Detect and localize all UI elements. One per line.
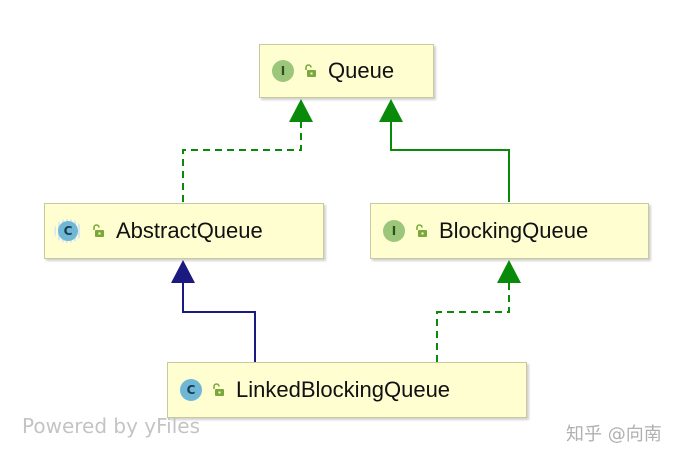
- node-queue[interactable]: I Queue: [259, 44, 434, 98]
- interface-icon: I: [272, 60, 294, 82]
- edge-blockingqueue-to-queue: [390, 120, 510, 202]
- lock-open-icon: [213, 383, 224, 396]
- class-icon: C: [180, 379, 202, 401]
- node-abstract-queue[interactable]: C AbstractQueue: [44, 203, 324, 259]
- class-icon: C: [58, 221, 78, 241]
- lock-open-icon: [305, 64, 316, 77]
- abstract-class-icon: C: [54, 219, 82, 243]
- arrowhead-linkedblockingqueue-abstractqueue: [171, 260, 195, 283]
- arrowhead-abstractqueue-queue: [289, 99, 313, 122]
- lock-open-icon: [416, 224, 427, 237]
- node-label-abstract-queue: AbstractQueue: [116, 218, 263, 243]
- edge-linkedblockingqueue-to-abstractqueue: [182, 280, 256, 362]
- watermark-author: 知乎 @向南: [566, 424, 662, 445]
- node-label-blocking-queue: BlockingQueue: [439, 218, 589, 243]
- node-label-linked-blocking-queue: LinkedBlockingQueue: [236, 377, 451, 402]
- arrowhead-blockingqueue-queue: [379, 99, 403, 122]
- watermark-powered-by: Powered by yFiles: [22, 414, 200, 438]
- node-blocking-queue[interactable]: I BlockingQueue: [370, 203, 649, 259]
- arrowhead-linkedblockingqueue-blockingqueue: [497, 260, 521, 283]
- node-label-queue: Queue: [328, 58, 395, 83]
- edge-abstractqueue-to-queue: [182, 120, 302, 202]
- interface-icon: I: [383, 220, 405, 242]
- edge-linkedblockingqueue-to-blockingqueue: [436, 280, 510, 362]
- lock-open-icon: [93, 224, 104, 237]
- node-linked-blocking-queue[interactable]: C LinkedBlockingQueue: [167, 362, 527, 418]
